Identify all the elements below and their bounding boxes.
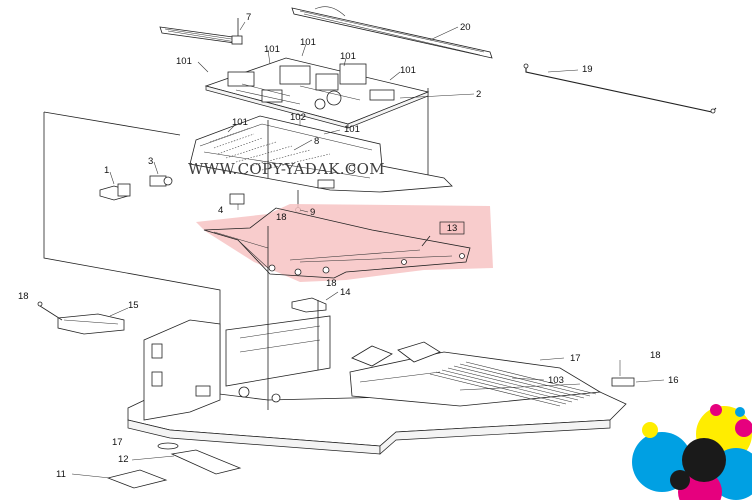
part-17-bottom [157,442,179,450]
callout-18-b: 18 [18,291,29,302]
callout-7: 7 [246,12,251,23]
callout-101-c: 101 [300,37,316,48]
label-13-box [439,221,465,235]
callout-18-c: 18 [326,278,337,289]
part-14 [291,297,327,313]
cmyk-logo [632,404,752,500]
callout-13: 13 [447,223,458,234]
part-11 [106,469,168,489]
callout-11: 11 [56,469,66,480]
callout-3: 3 [148,156,153,167]
shield-plate-8 [189,115,453,193]
callout-16: 16 [668,375,679,386]
callout-9: 9 [310,207,315,218]
logo-dot-black [682,438,726,482]
callout-8: 8 [314,136,319,147]
part-13-plate [203,207,471,279]
callout-15: 15 [128,300,139,311]
callout-101-f: 101 [232,117,248,128]
controller-board-2 [204,57,430,129]
callout-20: 20 [460,22,471,33]
part-3 [149,175,173,187]
part-1 [99,183,131,201]
logo-dot-red [735,419,752,437]
callout-14: 14 [340,287,351,298]
bracket-15 [37,301,125,335]
logo-dot-small-cyan [735,407,745,417]
callout-101-d: 101 [340,51,356,62]
vent-pattern [209,127,331,171]
logo-dot-small-pink [710,404,722,416]
highlight-polygon [196,204,493,282]
callout-17-a: 17 [570,353,581,364]
cable-7 [159,18,243,45]
part-4 [229,193,245,205]
callout-17-b: 17 [112,437,123,448]
callout-2: 2 [476,89,481,100]
callout-1: 1 [104,165,109,176]
wire-19 [523,63,717,114]
watermark-text: WWW.COPY-YADAK.COM [188,160,385,178]
callout-labels: 7 20 19 2 101 101 101 101 101 101 102 10… [18,12,679,480]
callout-19: 19 [582,64,593,75]
leader-lines [71,21,665,479]
part-16 [611,377,635,387]
callout-101-g: 101 [344,124,360,135]
ribbed-guide [429,361,597,407]
callout-101-e: 101 [400,65,416,76]
callout-102: 102 [290,112,306,123]
cable-20 [291,6,493,59]
callout-12: 12 [118,454,129,465]
callout-4: 4 [218,205,223,216]
highlight-region-13: 13 [196,204,493,282]
logo-dot-small-yellow [642,422,658,438]
callout-103: 103 [548,375,564,386]
callout-101-b: 101 [264,44,280,55]
part-12 [170,449,242,475]
callout-101-a: 101 [176,56,192,67]
logo-dot-black-small [670,470,690,490]
base-frame [127,226,627,455]
callout-18-d: 18 [650,350,661,361]
callout-18-a: 18 [276,212,287,223]
